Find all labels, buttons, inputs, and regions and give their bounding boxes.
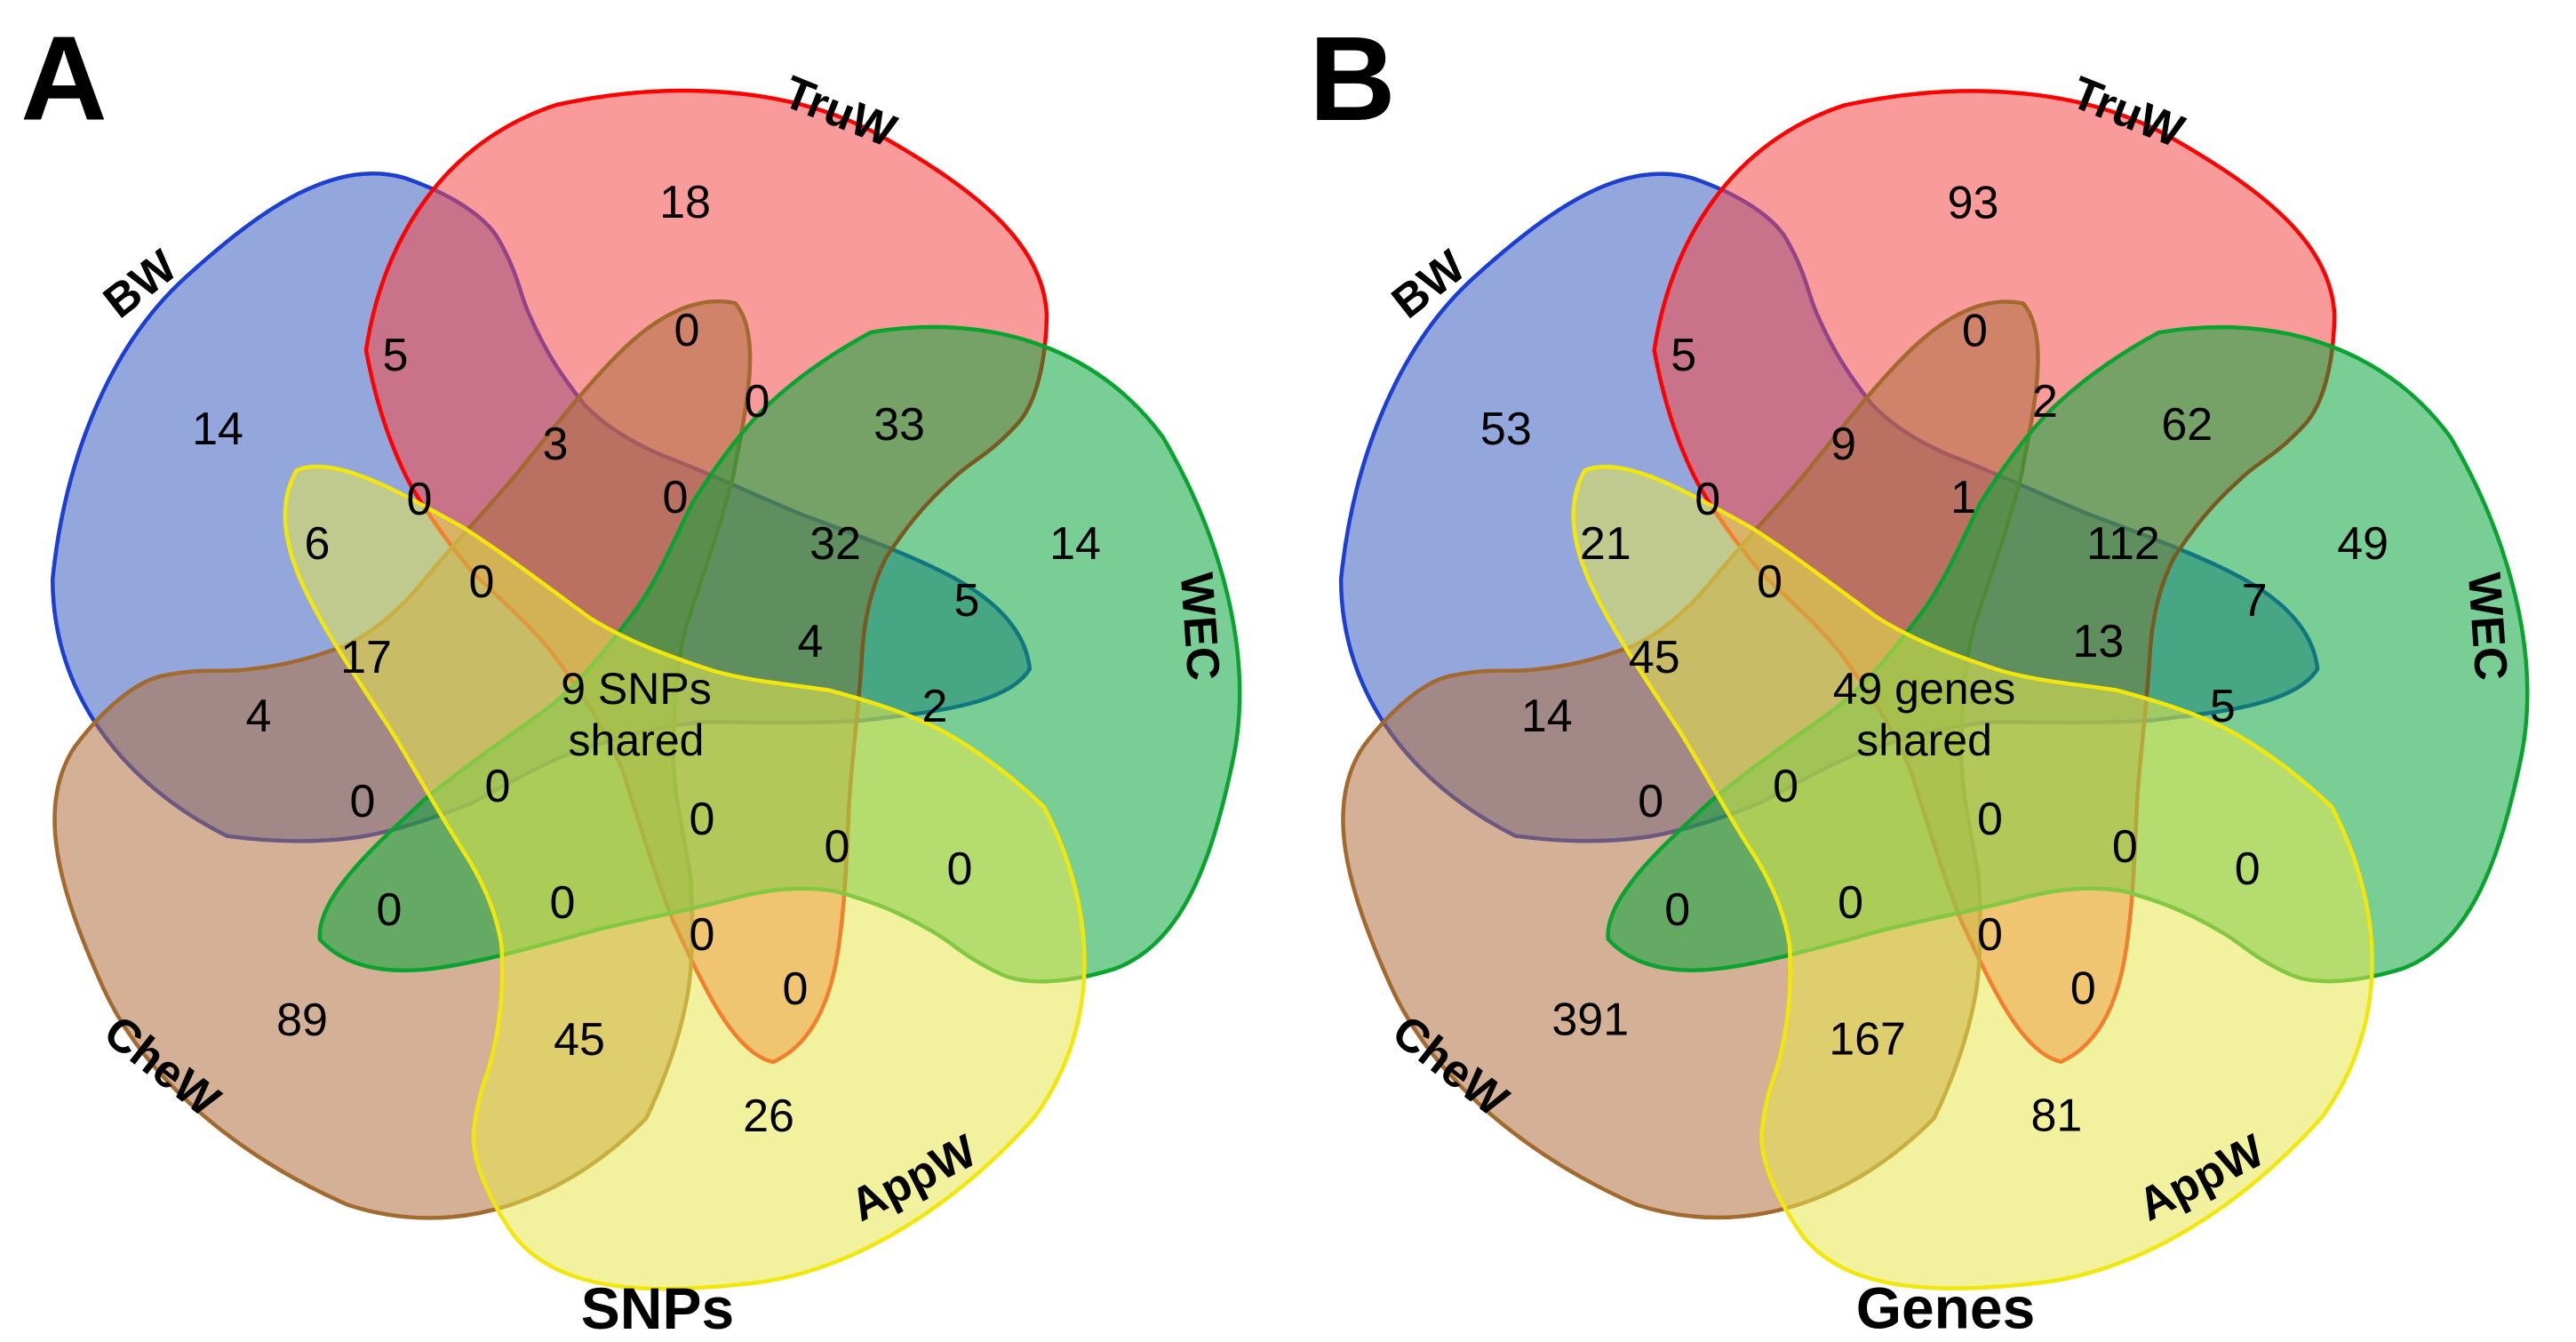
- region-count-truw: 93: [1948, 177, 1999, 228]
- venn-panel-genes: 9353493918156201671421070091120045250001…: [1309, 12, 2530, 1341]
- region-count-chew+bw: 4: [246, 691, 272, 742]
- region-count-truw+wec+appw: 0: [2112, 821, 2138, 873]
- region-count-wec+appw+chew: 0: [1838, 877, 1863, 929]
- region-count-appw+chew+truw: 0: [690, 909, 715, 961]
- panel-letter: A: [20, 12, 108, 146]
- region-count-bw+truw: 5: [1671, 330, 1696, 381]
- region-count-wec+bw: 7: [2242, 575, 2268, 627]
- region-count-bw+truw+appw: 0: [1695, 474, 1720, 525]
- panel-title: Genes: [1856, 1275, 2036, 1341]
- region-count-bw+appw: 6: [305, 518, 331, 570]
- venn-panel-snps: 1814148926533045460500332001702000400009…: [20, 12, 1242, 1341]
- region-count-appw+chew+bw+truw: 0: [1757, 556, 1782, 608]
- region-count-wec+appw+bw: 5: [2210, 681, 2236, 732]
- region-count-appw: 26: [743, 1090, 794, 1142]
- region-count-truw: 18: [659, 177, 711, 228]
- region-count-appw+chew: 167: [1829, 1014, 1906, 1066]
- region-count-truw+wec+appw: 0: [825, 821, 850, 873]
- region-count-appw+chew+bw: 17: [340, 632, 392, 683]
- region-count-truw+chew: 0: [1962, 305, 1988, 356]
- region-count-wec+appw+chew+bw: 0: [485, 761, 511, 812]
- region-count-truw+chew: 0: [674, 305, 700, 356]
- region-count-bw+truw+wec: 112: [2086, 518, 2160, 570]
- region-count-truw+wec: 33: [873, 399, 925, 451]
- region-count-truw+wec: 62: [2161, 399, 2213, 451]
- region-count-bw+truw+appw: 0: [407, 474, 433, 525]
- region-count-bw+truw: 5: [383, 330, 409, 381]
- region-count-bw+truw+chew: 9: [1830, 419, 1856, 470]
- region-count-appw+truw: 0: [783, 963, 809, 1015]
- set-blob-appw: [1571, 464, 2374, 1290]
- region-count-chew+wec: 0: [377, 884, 403, 936]
- region-count-appw+chew+bw: 45: [1629, 632, 1680, 683]
- region-count-chew: 391: [1551, 995, 1629, 1046]
- region-count-bw: 14: [192, 403, 243, 455]
- region-count-chew+bw+truw+wec: 1: [1950, 472, 1976, 523]
- region-count-bw+truw+wec: 32: [809, 518, 861, 570]
- region-count-appw+chew+truw: 0: [1977, 909, 2003, 961]
- region-count-wec+bw: 5: [954, 575, 980, 627]
- region-count-wec+appw: 0: [2235, 843, 2261, 895]
- region-count-truw+wec+chew: 0: [745, 376, 770, 427]
- region-count-chew+bw: 14: [1521, 691, 1573, 742]
- region-count-bw+truw+chew: 3: [543, 419, 569, 470]
- region-count-bw: 53: [1480, 403, 1532, 455]
- set-label-wec: WEC: [2458, 571, 2516, 683]
- region-count-chew+wec: 0: [1664, 884, 1690, 936]
- region-count-chew+bw+wec: 0: [350, 776, 376, 827]
- region-count-wec+appw+chew: 0: [550, 877, 576, 929]
- region-count-bw+appw: 21: [1580, 518, 1631, 570]
- panel-title: SNPs: [581, 1275, 734, 1341]
- set-blob-appw: [283, 464, 1087, 1291]
- region-count-appw: 81: [2031, 1090, 2083, 1142]
- region-count-appw+truw: 0: [2070, 963, 2096, 1015]
- region-count-bw+truw+wec+appw: 13: [2072, 616, 2124, 667]
- region-count-bw+truw+wec+appw: 4: [798, 616, 824, 667]
- region-count-truw+wec+appw+chew: 0: [690, 794, 715, 845]
- region-count-chew+bw+truw+wec: 0: [663, 472, 689, 523]
- region-count-truw+wec+chew: 2: [2032, 376, 2058, 427]
- region-count-truw+wec+appw+chew: 0: [1977, 794, 2003, 845]
- set-label-wec: WEC: [1170, 571, 1229, 682]
- region-count-chew+bw+wec: 0: [1638, 776, 1663, 827]
- region-count-appw+chew: 45: [554, 1014, 605, 1066]
- region-count-wec+appw: 0: [947, 843, 973, 895]
- region-count-wec: 14: [1049, 518, 1101, 570]
- region-count-chew: 89: [276, 995, 328, 1046]
- region-count-appw+chew+bw+truw: 0: [469, 556, 495, 608]
- region-count-wec+appw+bw: 2: [922, 681, 948, 732]
- region-count-wec+appw+chew+bw: 0: [1773, 761, 1798, 812]
- panel-letter: B: [1309, 12, 1395, 146]
- region-count-wec: 49: [2337, 518, 2389, 570]
